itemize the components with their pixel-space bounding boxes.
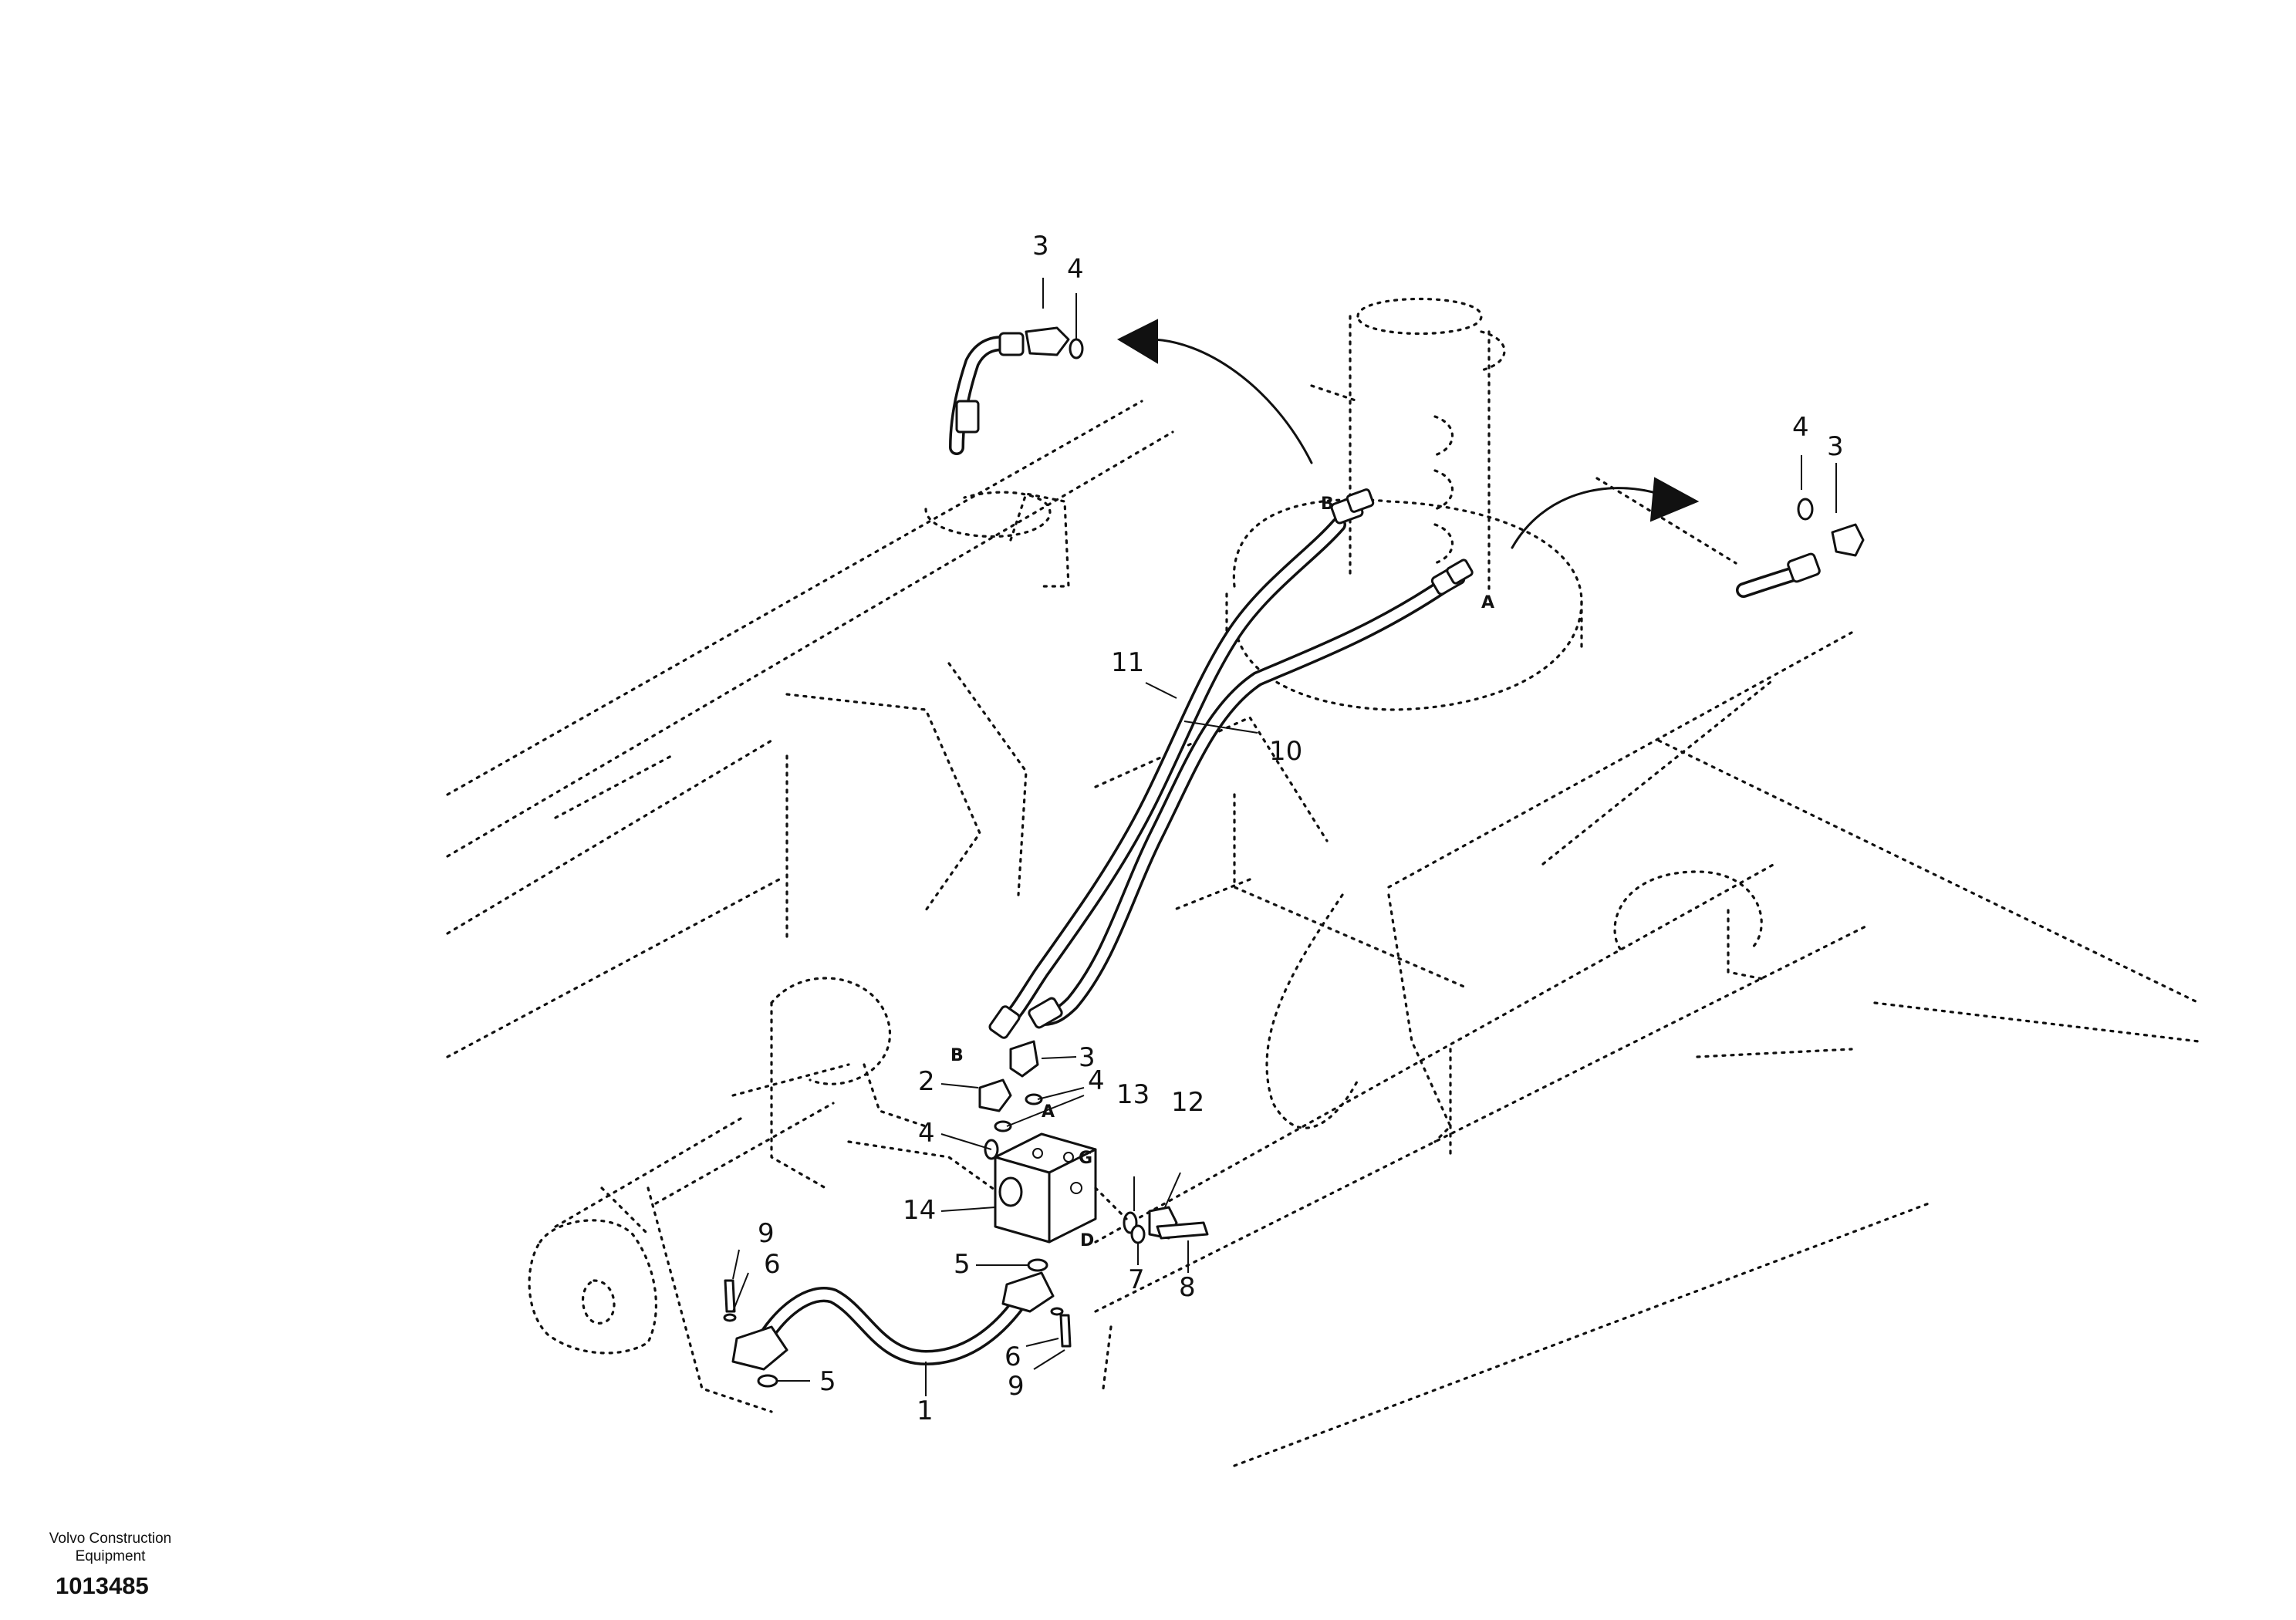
- callout-5-mid: 5: [954, 1249, 971, 1280]
- callout-6-left: 6: [764, 1249, 781, 1280]
- valve-block: [978, 1040, 1209, 1272]
- callout-1: 1: [917, 1396, 934, 1426]
- part-callouts: 3 4 4 3 11 10 3 2 4 4 13 12 14 5 7 8 9 6…: [758, 231, 1844, 1426]
- callout-8: 8: [1179, 1272, 1196, 1303]
- callout-4-right: 4: [1792, 412, 1809, 443]
- callout-4-top: 4: [1067, 254, 1084, 285]
- callout-2: 2: [918, 1066, 935, 1097]
- callout-12: 12: [1171, 1087, 1204, 1118]
- port-label-block-d: D: [1080, 1231, 1094, 1250]
- port-label-block-b: B: [950, 1046, 964, 1065]
- callout-9-left: 9: [758, 1218, 775, 1249]
- callout-3-top: 3: [1032, 231, 1049, 262]
- callout-14: 14: [903, 1195, 936, 1226]
- callout-9-right: 9: [1008, 1371, 1025, 1402]
- callout-13: 13: [1116, 1079, 1150, 1110]
- callout-10: 10: [1269, 736, 1302, 767]
- document-number: 1013485: [56, 1572, 149, 1599]
- callout-3-right: 3: [1827, 431, 1844, 462]
- callout-4-mid: 4: [1088, 1065, 1105, 1096]
- callout-11: 11: [1111, 647, 1144, 678]
- brand-label: Volvo Construction Equipment: [29, 1530, 191, 1565]
- port-label-swivel-b: B: [1321, 494, 1334, 514]
- detail-arrows: [1116, 319, 1700, 549]
- brand-line-2: Equipment: [75, 1548, 146, 1564]
- callout-3-mid: 3: [1079, 1042, 1096, 1073]
- callout-4-left: 4: [918, 1118, 935, 1149]
- pipe-assembly: [723, 1271, 1072, 1388]
- leader-lines: [732, 278, 1837, 1396]
- port-label-block-a: A: [1042, 1102, 1055, 1122]
- port-letters: B A B A G D: [950, 494, 1494, 1250]
- brand-line-1: Volvo Construction: [49, 1531, 172, 1547]
- detail-left-elbow: [949, 326, 1084, 455]
- port-label-swivel-a: A: [1481, 593, 1494, 613]
- callout-5-low: 5: [819, 1366, 836, 1397]
- callout-7: 7: [1128, 1264, 1145, 1295]
- port-label-block-g: G: [1079, 1149, 1092, 1168]
- hose-assemblies: [988, 488, 1474, 1039]
- undercarriage-outline: [446, 298, 2200, 1467]
- detail-right-elbow: [1736, 498, 1865, 598]
- callout-6-right: 6: [1004, 1342, 1021, 1372]
